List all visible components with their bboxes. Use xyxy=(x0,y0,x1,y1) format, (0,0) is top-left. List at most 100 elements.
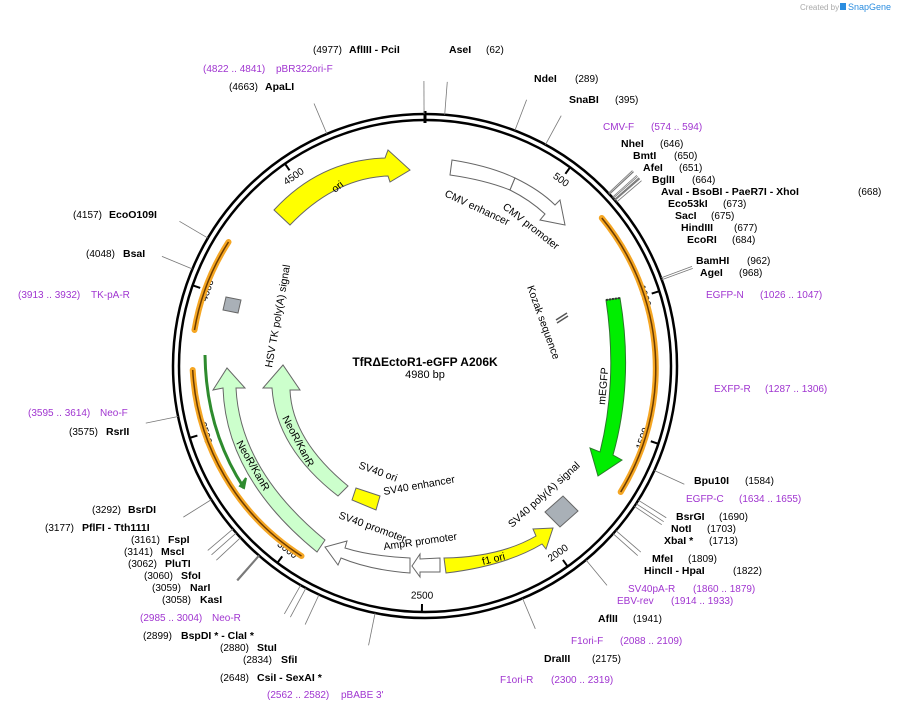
enz-name-clai[interactable]: BspDI * - ClaI * xyxy=(181,630,255,642)
sv40-promoter-arrow[interactable] xyxy=(324,540,411,574)
enz-name-hindiii[interactable]: HindIII xyxy=(681,222,713,234)
enz-pos-mfei: (1809) xyxy=(688,554,717,565)
primer-name-neo-r[interactable]: Neo-R xyxy=(212,613,241,624)
enz-name-hpai[interactable]: HincII - HpaI xyxy=(644,565,705,577)
tick-4500 xyxy=(284,163,291,171)
cmv-enhancer-arrow[interactable] xyxy=(449,159,516,191)
enz-name-draiii[interactable]: DraIII xyxy=(544,653,570,665)
enz-name-bsai[interactable]: BsaI xyxy=(123,248,145,260)
enz-name-bglii[interactable]: BglII xyxy=(652,174,675,186)
enz-name-bsrdi[interactable]: BsrDI xyxy=(128,504,156,516)
enz-pos-bsai: (4048) xyxy=(86,249,115,260)
primer-name-exfp-r[interactable]: EXFP-R xyxy=(714,384,751,395)
enz-pos-pluti: (3062) xyxy=(128,559,157,570)
primer-name-f1ori-f[interactable]: F1ori-F xyxy=(571,636,603,647)
enz-name-snabi[interactable]: SnaBI xyxy=(569,94,599,106)
primer-name-sv40pa-r[interactable]: SV40pA-R xyxy=(628,584,675,595)
enz-pos-stui: (2880) xyxy=(220,643,249,654)
enz-name-noti[interactable]: NotI xyxy=(671,523,691,535)
enz-name-bmti[interactable]: BmtI xyxy=(633,150,656,162)
enz-name-bsrgi[interactable]: BsrGI xyxy=(676,511,705,523)
enz-name-nhei[interactable]: NheI xyxy=(621,138,644,150)
leader-enzyme-7 xyxy=(612,175,638,198)
enz-name-afei[interactable]: AfeI xyxy=(643,162,663,174)
neor-inner-label: NeoR/KanR xyxy=(279,414,316,469)
enz-name-xbai[interactable]: XbaI * xyxy=(664,535,694,547)
enz-pos-pflfi: (3177) xyxy=(45,523,74,534)
enz-name-pluti[interactable]: PluTI xyxy=(165,558,191,570)
primer-name-egfp-c[interactable]: EGFP-C xyxy=(686,494,724,505)
enz-name-ndei[interactable]: NdeI xyxy=(534,73,557,85)
enz-name-fspi[interactable]: FspI xyxy=(168,534,190,546)
enz-pos-kasi: (3058) xyxy=(162,595,191,606)
tick-3000 xyxy=(276,555,284,564)
sv40-polya-box[interactable] xyxy=(544,495,579,528)
primer-name-pbr322ori-f[interactable]: pBR322ori-F xyxy=(276,64,333,75)
plasmid-length: 4980 bp xyxy=(405,369,445,381)
enz-name-agei[interactable]: AgeI xyxy=(700,267,723,279)
f1-ori-label: f1 ori xyxy=(481,551,507,568)
enz-name-sfoi[interactable]: SfoI xyxy=(181,570,201,582)
plasmid-title: TfRΔEctoR1-eGFP A206K xyxy=(352,355,498,369)
enz-name-sfii[interactable]: SfiI xyxy=(281,654,297,666)
leader-enzyme-31 xyxy=(216,537,241,561)
enz-name-csii[interactable]: CsiI - SexAI * xyxy=(257,672,323,684)
sv40-ori-box[interactable] xyxy=(351,487,381,511)
enz-name-nari[interactable]: NarI xyxy=(190,582,211,594)
enz-name-mfei[interactable]: MfeI xyxy=(652,553,673,565)
primer-range-ebv-rev: (1914 .. 1933) xyxy=(671,596,733,607)
enz-pos-snabi: (395) xyxy=(615,95,638,106)
snapgene-logo-icon xyxy=(840,3,846,10)
enz-name-apali[interactable]: ApaLI xyxy=(265,81,294,93)
enz-name-msci[interactable]: MscI xyxy=(161,546,184,558)
enz-pos-clai: (2899) xyxy=(143,631,172,642)
sv40-polya-label: SV40 poly(A) signal xyxy=(506,460,583,531)
leader-enzyme-12 xyxy=(616,180,642,203)
hsv-tk-polya-box[interactable] xyxy=(222,296,242,314)
enz-name-afliii[interactable]: AflIII - PciI xyxy=(349,44,400,56)
cmv-promoter-arrow[interactable] xyxy=(509,177,566,226)
enz-name-saci[interactable]: SacI xyxy=(675,210,697,222)
primer-name-tk-pa-r[interactable]: TK-pA-R xyxy=(91,290,130,301)
primer-name-egfp-n[interactable]: EGFP-N xyxy=(706,290,744,301)
leader-enzyme-22 xyxy=(522,598,536,629)
enz-pos-draiii: (2175) xyxy=(592,654,621,665)
primer-range-neo-f: (3595 .. 3614) xyxy=(28,408,90,419)
enz-pos-eco53ki: (673) xyxy=(723,199,746,210)
enz-name-eco0109i[interactable]: EcoO109I xyxy=(109,209,157,221)
enz-name-bpu10i[interactable]: Bpu10I xyxy=(694,475,729,487)
enz-pos-csii: (2648) xyxy=(220,673,249,684)
primer-name-cmv-f[interactable]: CMV-F xyxy=(603,122,634,133)
megfp-start-marker xyxy=(605,297,621,301)
leader-enzyme-10 xyxy=(614,177,640,201)
primer-range-sv40pa-r: (1860 .. 1879) xyxy=(693,584,755,595)
primer-name-neo-f[interactable]: Neo-F xyxy=(100,408,128,419)
enz-pos-asei: (62) xyxy=(486,45,504,56)
enz-name-asei[interactable]: AseI xyxy=(449,44,471,56)
enz-name-xhoi[interactable]: AvaI - BsoBI - PaeR7I - XhoI xyxy=(661,186,799,198)
enz-name-stui[interactable]: StuI xyxy=(257,642,277,654)
primer-name-pbabe3[interactable]: pBABE 3' xyxy=(341,690,384,701)
enz-pos-bpu10i: (1584) xyxy=(745,476,774,487)
enz-pos-nari: (3059) xyxy=(152,583,181,594)
megfp-arrow[interactable] xyxy=(589,297,627,477)
neor-inner-arrow[interactable] xyxy=(261,364,349,497)
leader-enzyme-21 xyxy=(585,559,608,586)
ori-arrow[interactable] xyxy=(273,149,411,226)
leader-enzyme-29 xyxy=(236,555,260,581)
enz-name-rsrii[interactable]: RsrII xyxy=(106,426,129,438)
enz-pos-eco0109i: (4157) xyxy=(73,210,102,221)
enz-name-kasi[interactable]: KasI xyxy=(200,594,222,606)
enz-name-eco53ki[interactable]: Eco53kI xyxy=(668,198,708,210)
enz-name-ecori[interactable]: EcoRI xyxy=(687,234,717,246)
tick-2000 xyxy=(562,559,569,568)
primer-name-f1ori-r[interactable]: F1ori-R xyxy=(500,675,533,686)
enz-name-aflii[interactable]: AflII xyxy=(598,613,618,625)
enz-pos-bamhi: (962) xyxy=(747,256,770,267)
primer-name-ebv-rev[interactable]: EBV-rev xyxy=(617,596,654,607)
neor-outer-arrow[interactable] xyxy=(211,367,326,553)
enz-name-bamhi[interactable]: BamHI xyxy=(696,255,729,267)
ampr-promoter-arrow[interactable] xyxy=(411,552,441,579)
enz-name-pflfi[interactable]: PflFI - Tth111I xyxy=(82,522,150,534)
f1-ori-arrow[interactable] xyxy=(443,527,554,574)
